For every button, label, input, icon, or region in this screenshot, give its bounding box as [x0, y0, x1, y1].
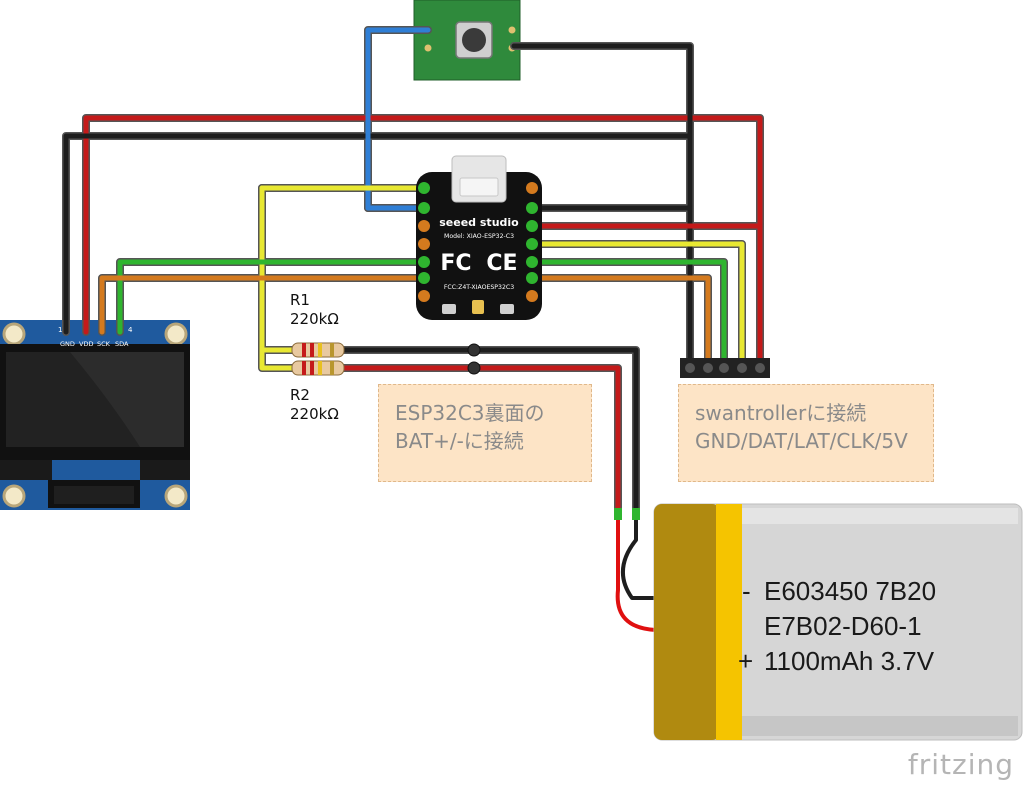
- fcc-logo: FC: [440, 251, 471, 276]
- battery-label-line3: 1100mAh 3.7V: [764, 646, 935, 676]
- note-swantroller-line1: swantrollerに接続: [695, 401, 867, 425]
- xiao-brand: seeed studio: [439, 216, 519, 229]
- resistor-r1: [291, 342, 345, 358]
- lipo-battery: - E603450 7B20 E7B02-D60-1 + 1100mAh 3.7…: [653, 503, 1023, 741]
- fritzing-watermark: fritzing: [907, 748, 1014, 781]
- note-swantroller-line2: GND/DAT/LAT/CLK/5V: [695, 429, 908, 453]
- battery-label-line1: E603450 7B20: [764, 576, 936, 606]
- r2-value: 220kΩ: [290, 405, 339, 423]
- r1-value: 220kΩ: [290, 310, 339, 328]
- xiao-model: Model: XIAO-ESP32-C3: [444, 233, 514, 240]
- oled-pin-label-sda: SDA: [115, 340, 129, 348]
- r1-label: R1 220kΩ: [290, 291, 339, 329]
- xiao-esp32c3-board: seeed studio Model: XIAO-ESP32-C3 FC CE …: [416, 155, 542, 320]
- battery-minus: -: [742, 576, 751, 606]
- note-battery-connection: ESP32C3裏面の BAT+/-に接続: [378, 384, 592, 482]
- resistor-r2: [291, 360, 345, 376]
- battery-label-line2: E7B02-D60-1: [764, 611, 922, 641]
- oled-display-module: 1 4 GND VDD SCK SDA: [0, 320, 190, 510]
- oled-pin-num-1: 1: [58, 326, 62, 334]
- oled-pin-label-vdd: VDD: [79, 340, 93, 348]
- note-battery-line2: BAT+/-に接続: [395, 429, 524, 453]
- oled-pin-label-sck: SCK: [97, 340, 111, 348]
- r2-label: R2 220kΩ: [290, 386, 339, 424]
- oled-pin-num-4: 4: [128, 326, 133, 334]
- battery-plus: +: [738, 646, 753, 676]
- push-button-module: [413, 0, 521, 81]
- swantroller-header: [680, 358, 770, 378]
- r2-name: R2: [290, 386, 310, 404]
- r1-name: R1: [290, 291, 310, 309]
- oled-pin-label-gnd: GND: [60, 340, 75, 348]
- note-battery-line1: ESP32C3裏面の: [395, 401, 545, 425]
- note-swantroller-connection: swantrollerに接続 GND/DAT/LAT/CLK/5V: [678, 384, 934, 482]
- xiao-fcc-id: FCC:Z4T-XIAOESP32C3: [444, 284, 514, 291]
- ce-logo: CE: [486, 251, 517, 276]
- wires: [62, 26, 764, 632]
